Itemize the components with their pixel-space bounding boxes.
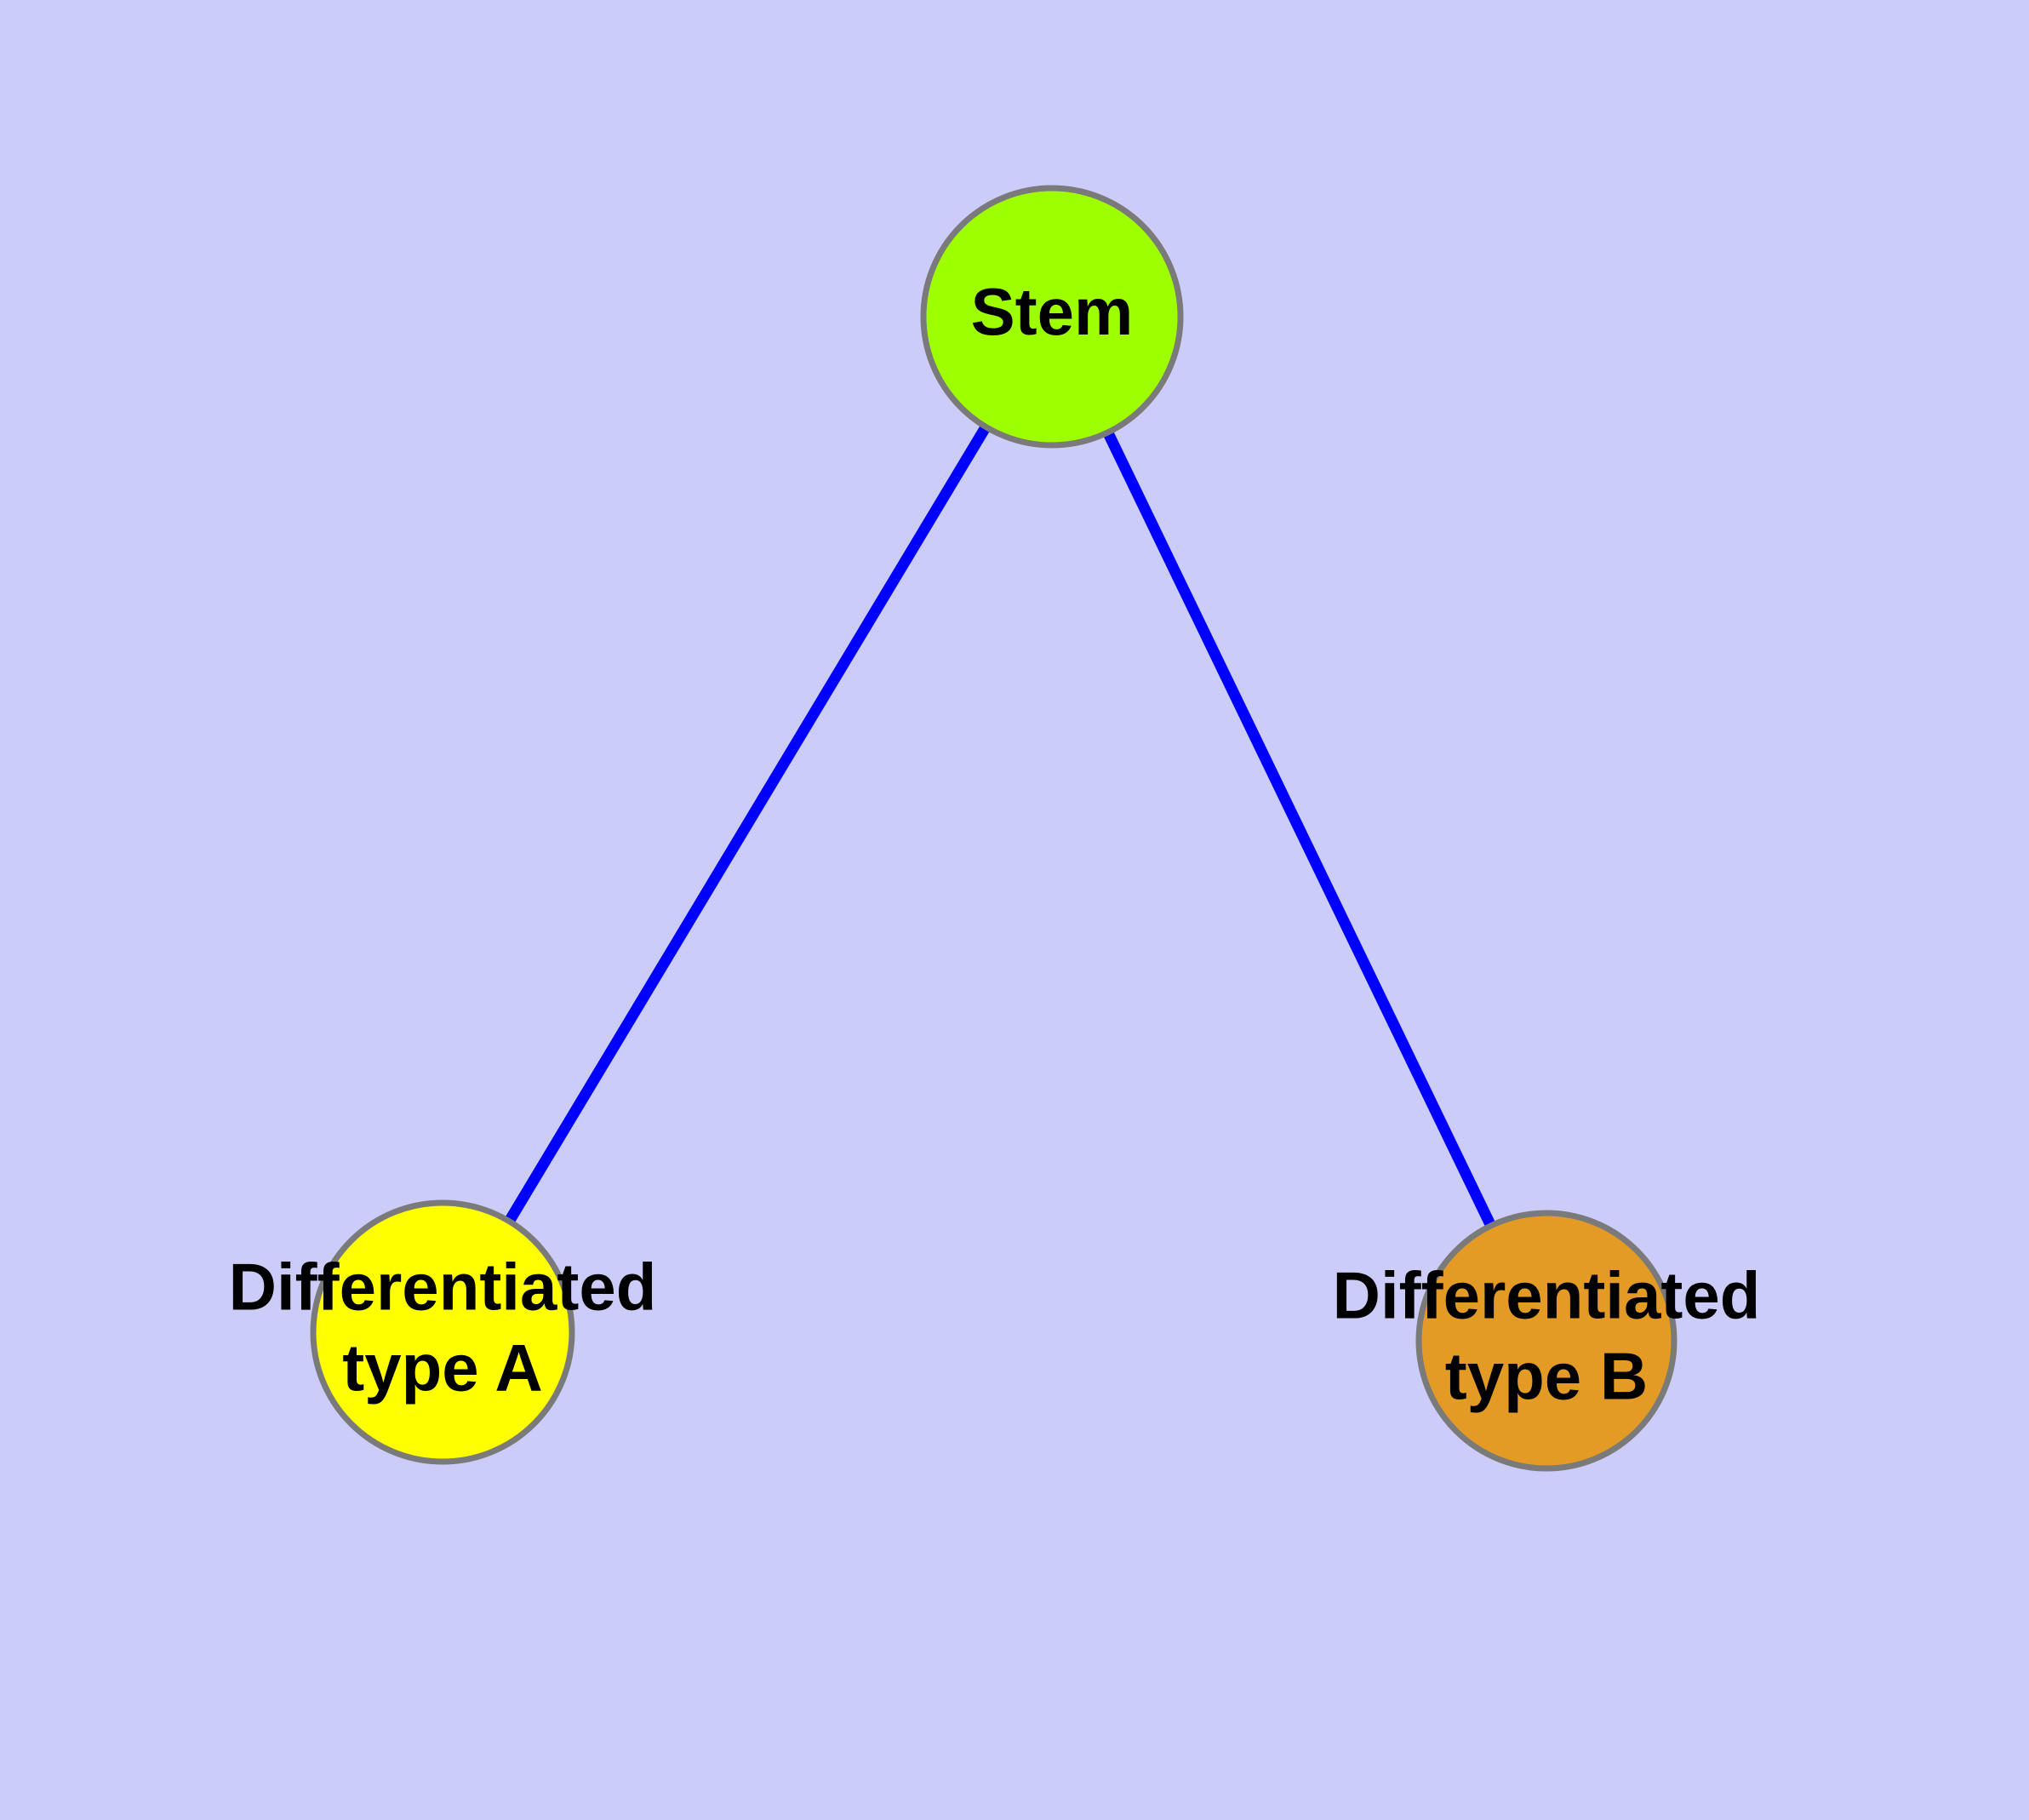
label-line: Differentiated (229, 1249, 657, 1324)
node-differentiated-type-b[interactable] (1415, 1210, 1677, 1472)
label-line: Stem (971, 274, 1134, 349)
node-stem-circle[interactable] (920, 185, 1184, 449)
node-differentiated-type-a[interactable] (310, 1199, 575, 1465)
edge-layer (502, 421, 1498, 1232)
node-differentiated-type-b-circle[interactable] (1415, 1210, 1677, 1472)
node-differentiated-type-a-circle[interactable] (310, 1199, 575, 1465)
label-line: type B (1445, 1338, 1648, 1413)
node-stem[interactable] (920, 185, 1184, 449)
node-stem-label: Stem (971, 274, 1134, 349)
label-line: Differentiated (1333, 1257, 1761, 1332)
label-line: type A (342, 1330, 543, 1405)
edge-stem-to-differentiated-type-b[interactable] (1101, 426, 1498, 1232)
node-layer (310, 185, 1677, 1472)
edge-stem-to-differentiated-type-a[interactable] (502, 421, 992, 1228)
